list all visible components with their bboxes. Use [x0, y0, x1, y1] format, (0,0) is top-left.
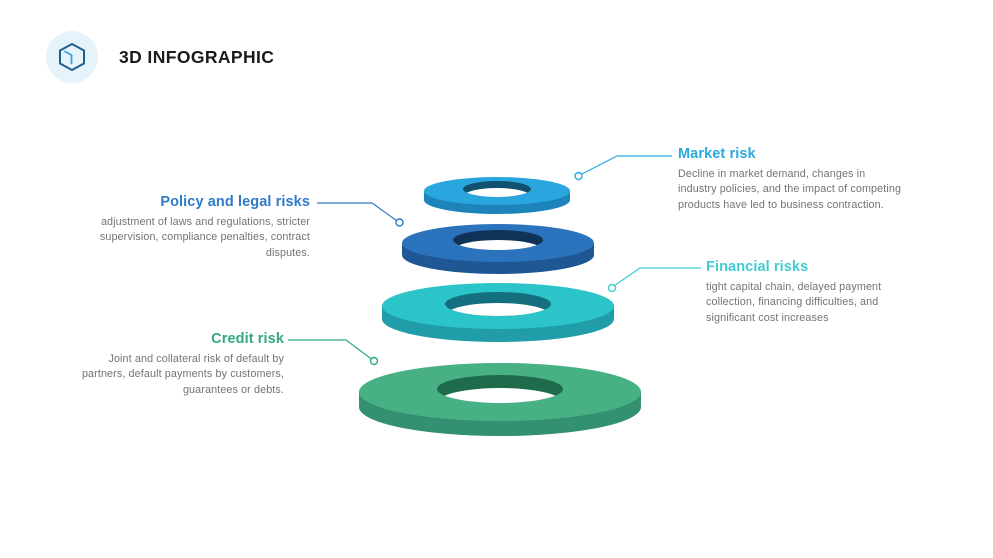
- label-financial-risks: Financial risks tight capital chain, del…: [706, 259, 930, 326]
- connector-dot: [574, 171, 583, 181]
- label-policy-and-legal-risks: Policy and legal risks adjustment of law…: [94, 194, 310, 261]
- connector-market: [574, 155, 672, 181]
- ring-policy: [402, 224, 594, 274]
- ring-market: [424, 177, 570, 214]
- label-title: Policy and legal risks: [160, 194, 310, 210]
- label-title: Credit risk: [211, 331, 284, 347]
- label-market-risk: Market risk Decline in market demand, ch…: [678, 146, 902, 213]
- ring-hole-opening: [464, 188, 530, 197]
- ring-hole-opening: [454, 240, 542, 250]
- connector-dot: [395, 218, 404, 227]
- label-description: Decline in market demand, changes in ind…: [678, 168, 902, 211]
- header: 3D INFOGRAPHIC: [46, 31, 274, 83]
- label-description: adjustment of laws and regulations, stri…: [99, 216, 310, 259]
- logo: [46, 31, 98, 83]
- connector-dot: [607, 283, 617, 293]
- label-credit-risk: Credit risk Joint and collateral risk of…: [62, 331, 284, 398]
- ring-hole-opening: [446, 303, 550, 316]
- label-description: tight capital chain, delayed payment col…: [706, 281, 882, 324]
- ring-financial: [382, 283, 614, 342]
- connector-dot: [369, 356, 379, 366]
- page-title: 3D INFOGRAPHIC: [119, 46, 275, 67]
- label-description: Joint and collateral risk of default by …: [81, 353, 284, 396]
- connector-credit: [288, 339, 379, 366]
- connector-financial: [607, 267, 701, 293]
- ring-hole-opening: [438, 388, 562, 403]
- ring-credit: [359, 363, 641, 436]
- label-title: Financial risks: [706, 259, 809, 275]
- connector-policy: [317, 202, 404, 227]
- label-title: Market risk: [678, 146, 756, 162]
- cube-3d-icon: [59, 43, 85, 71]
